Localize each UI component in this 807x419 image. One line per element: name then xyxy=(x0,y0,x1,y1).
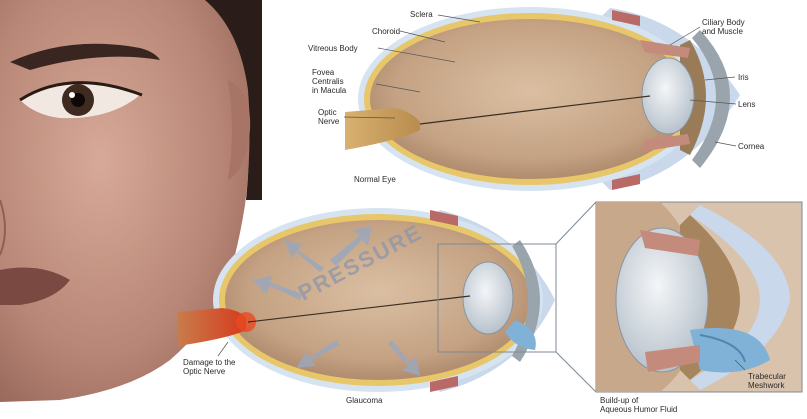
label-aqueous-buildup: Build-up of Aqueous Humor Fluid xyxy=(600,396,677,414)
label-trabecular-meshwork: Trabecular Meshwork xyxy=(748,372,786,390)
label-sclera: Sclera xyxy=(410,10,433,19)
label-optic-nerve-damage: Damage to the Optic Nerve xyxy=(183,358,235,376)
label-vitreous-body: Vitreous Body xyxy=(308,44,358,53)
label-cornea: Cornea xyxy=(738,142,764,151)
normal-eye-cross-section xyxy=(345,7,740,191)
label-optic-nerve: Optic Nerve xyxy=(318,108,339,126)
caption-glaucoma: Glaucoma xyxy=(346,396,382,405)
face-illustration xyxy=(0,0,262,419)
label-iris: Iris xyxy=(738,73,749,82)
label-choroid: Choroid xyxy=(372,27,400,36)
close-up-panel xyxy=(596,202,802,392)
label-lens: Lens xyxy=(738,100,755,109)
label-fovea: Fovea Centralis in Macula xyxy=(312,68,346,95)
label-ciliary-body: Ciliary Body and Muscle xyxy=(702,18,745,36)
caption-normal-eye: Normal Eye xyxy=(354,175,396,184)
